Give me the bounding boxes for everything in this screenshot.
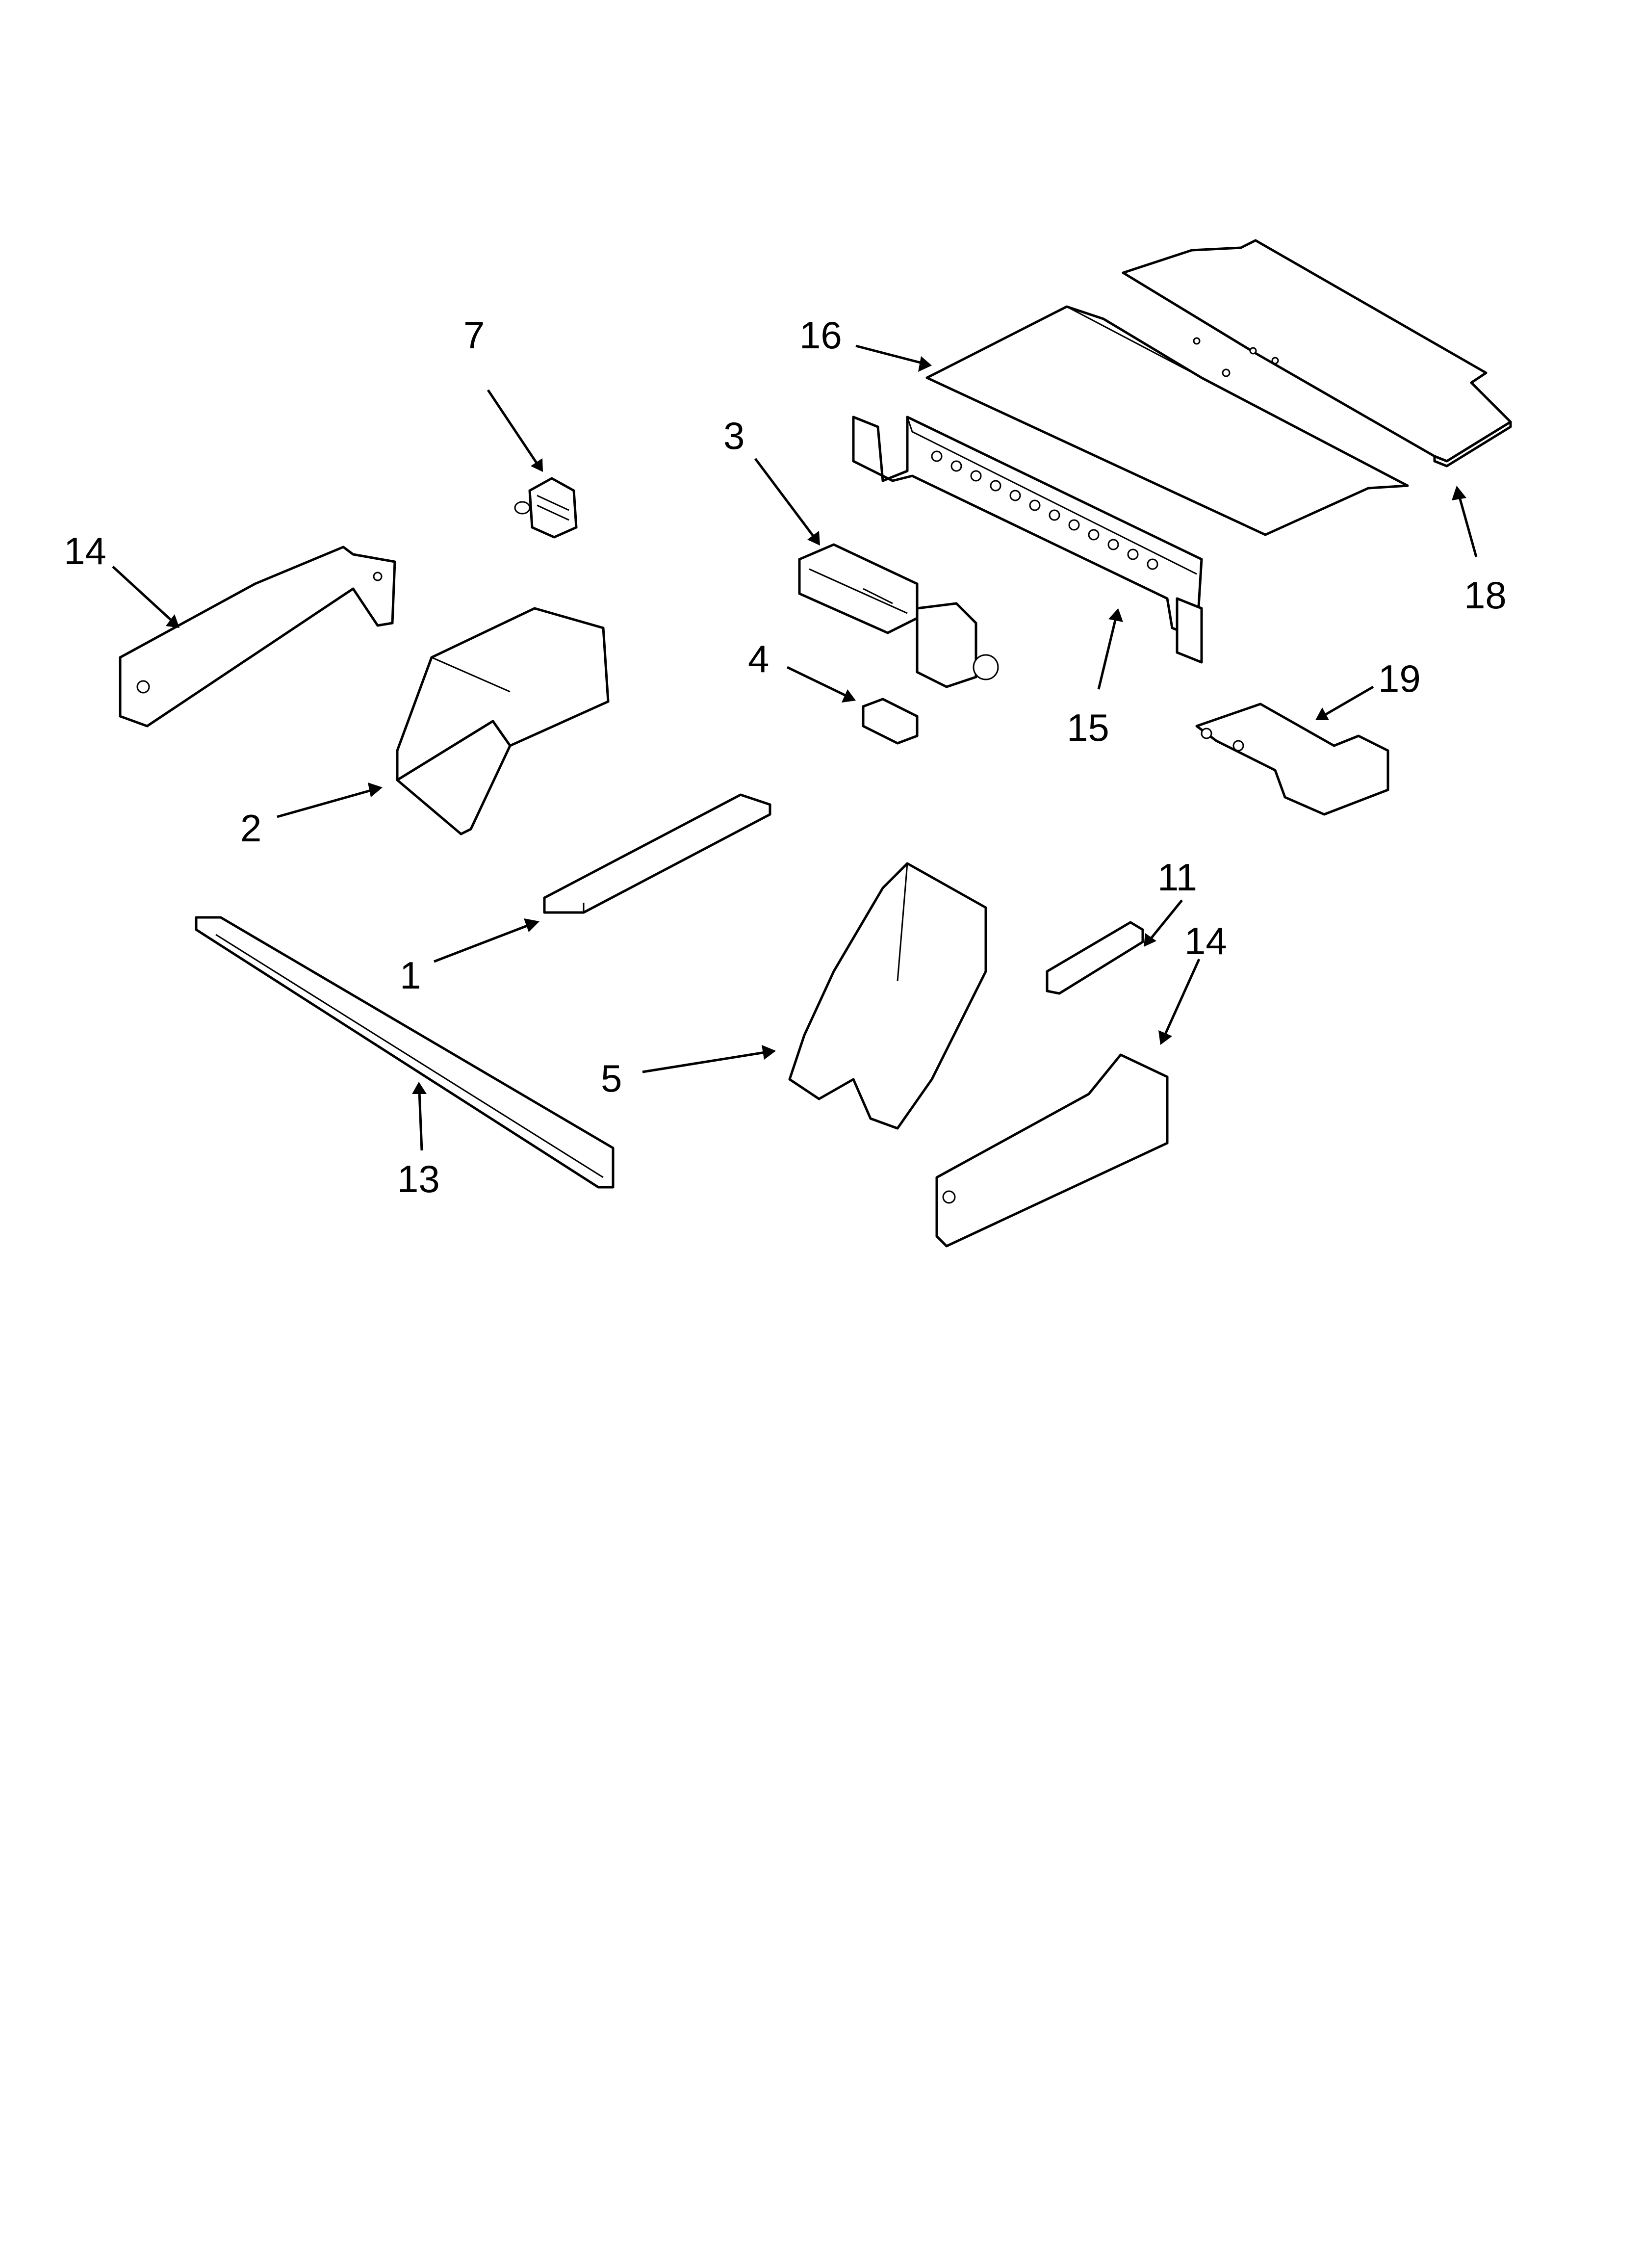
part-5-deflector [788, 862, 987, 1130]
part-2-duct [396, 607, 610, 835]
callout-2: 2 [240, 807, 261, 850]
callout-3: 3 [723, 414, 744, 457]
vent-slots [931, 450, 1158, 570]
callout-13: 13 [397, 1157, 440, 1200]
callout-16: 16 [799, 313, 842, 357]
callout-4: 4 [748, 637, 769, 680]
callout-18: 18 [1464, 574, 1507, 617]
part-13-long-rail [195, 916, 615, 1189]
callout-11: 11 [1157, 856, 1197, 899]
part-14-right-bracket [935, 1053, 1169, 1248]
part-4-connector [862, 698, 919, 745]
part-15-vented-channel [852, 416, 1203, 664]
callout-15: 15 [1067, 706, 1109, 749]
callout-14-left: 14 [64, 529, 106, 573]
callout-5: 5 [601, 1057, 622, 1100]
part-1-rail [543, 793, 771, 914]
callout-1: 1 [400, 954, 421, 997]
leader-lines [112, 344, 1478, 1151]
part-18-top-panel [1122, 239, 1512, 468]
callout-14-right: 14 [1184, 919, 1227, 963]
callout-7: 7 [463, 313, 485, 357]
part-19-circuit-bracket [1195, 703, 1389, 816]
callout-19: 19 [1378, 657, 1421, 700]
callout-labels: 16 18 3 7 14 15 4 19 2 1 11 14 5 13 [64, 313, 1507, 1200]
part-11-terminal-block [1046, 921, 1144, 995]
part-7-transformer [514, 477, 578, 539]
part-16-cover-panel [925, 305, 1409, 536]
part-3-actuator-assembly [798, 543, 999, 688]
part-14-left-bracket [119, 546, 396, 728]
